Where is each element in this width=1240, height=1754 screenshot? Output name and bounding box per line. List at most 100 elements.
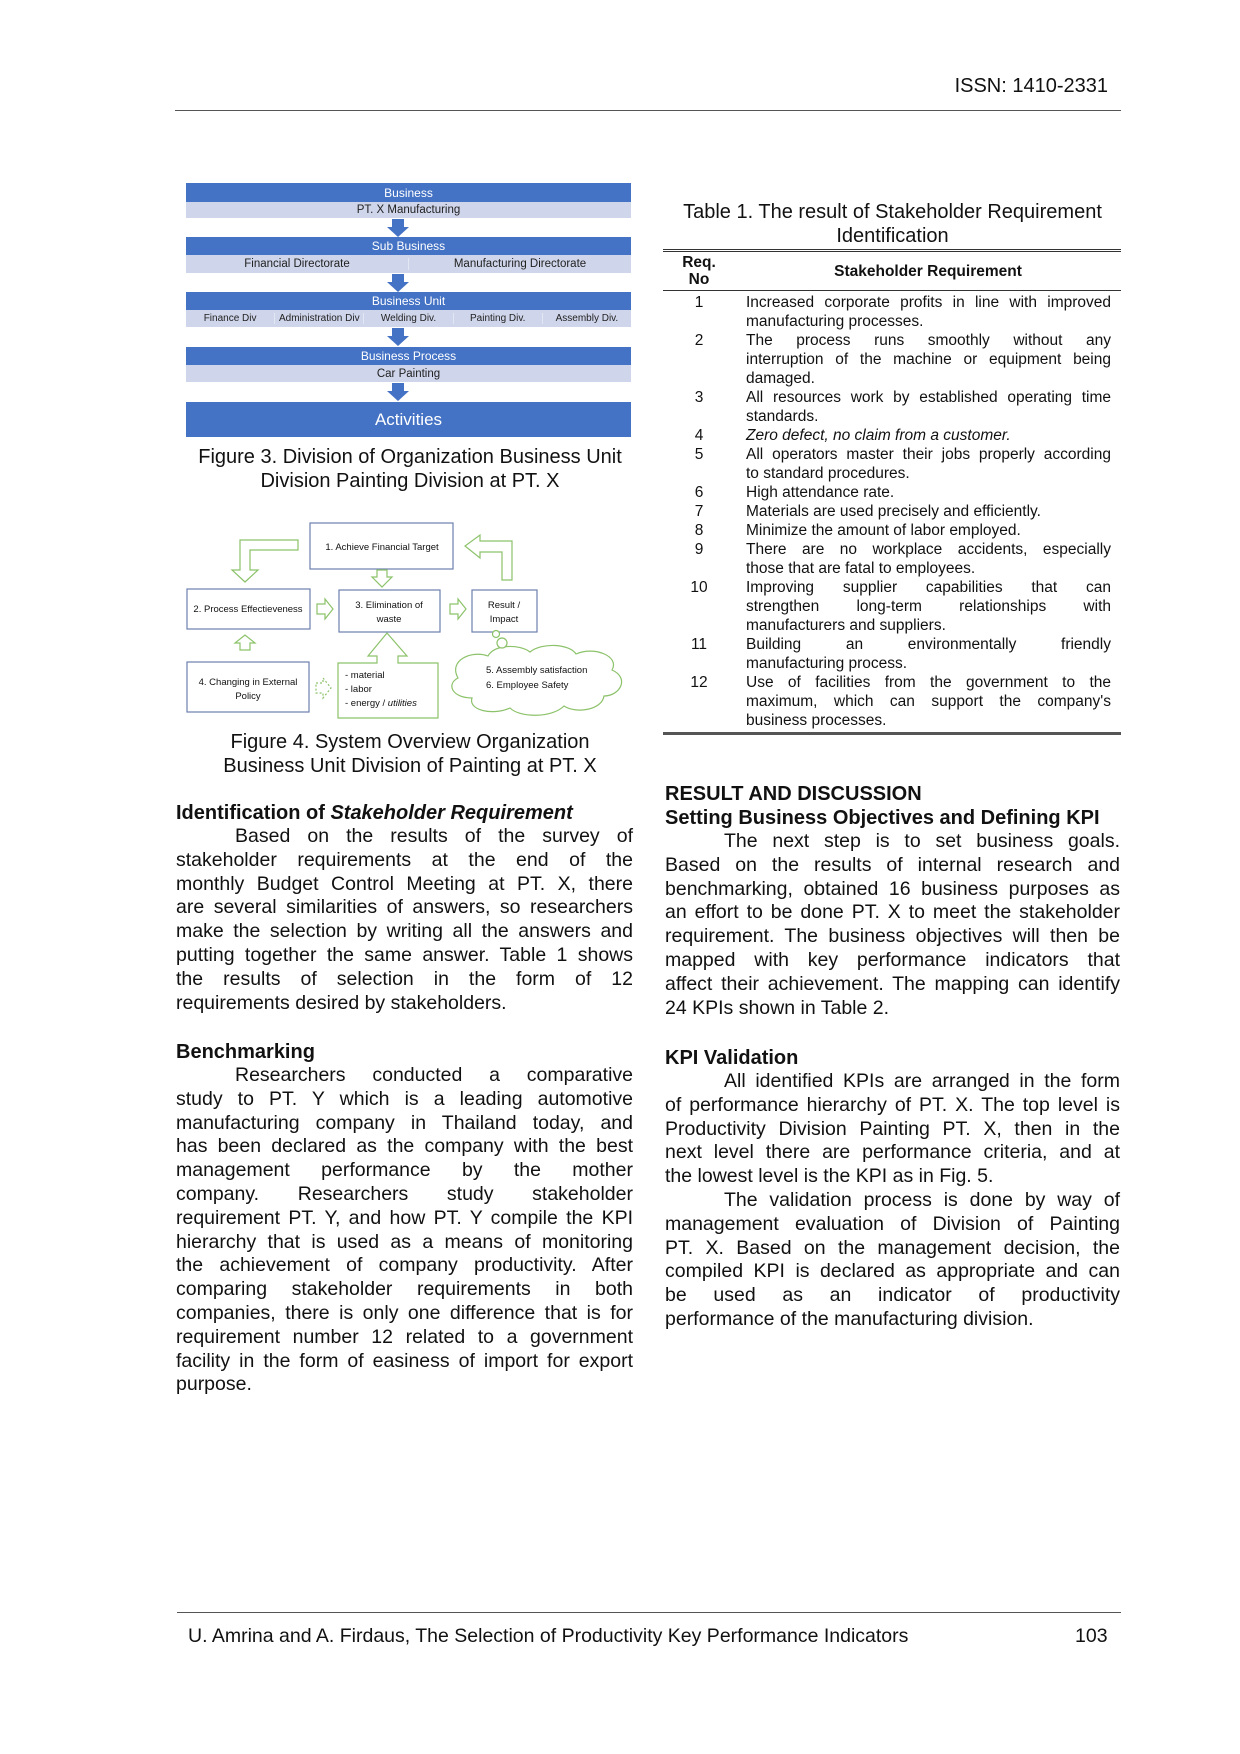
thought-bubble bbox=[491, 629, 501, 639]
text-line: an effort to be done PT. X to meet the s… bbox=[665, 901, 1120, 924]
item: Administration Div bbox=[274, 313, 363, 324]
text-line: requirement PT. Y, and how PT. Y compile… bbox=[176, 1206, 633, 1229]
text-line: the results of selection in the form of … bbox=[176, 967, 633, 990]
caption-line: Identification bbox=[836, 225, 949, 247]
text-line: facility in the form of easiness of impo… bbox=[176, 1349, 633, 1372]
label-input: - labor bbox=[345, 684, 372, 695]
req-text-line: manufacturers and suppliers. bbox=[746, 617, 946, 634]
req-no: 5 bbox=[694, 446, 704, 463]
section-body: The next step is to set business goals.B… bbox=[665, 830, 1120, 1020]
req-no: 3 bbox=[694, 389, 704, 406]
section-heading: Benchmarking bbox=[176, 1041, 315, 1063]
right-arrow-icon bbox=[316, 597, 334, 621]
text-line: Researchers conducted a comparative bbox=[235, 1064, 633, 1086]
req-text-line: Increased corporate profits in line with… bbox=[746, 294, 1111, 311]
label-cloud: 6. Employee Safety bbox=[486, 680, 569, 691]
req-text-line: maximum, which can support the company's bbox=[746, 693, 1111, 710]
dashed-arrow-icon bbox=[315, 676, 332, 700]
level-business-process: Business Process bbox=[186, 347, 631, 365]
req-text: Materials are used precisely and efficie… bbox=[746, 502, 1111, 521]
req-text-line: interruption of the machine or equipment… bbox=[746, 351, 1111, 368]
req-text-line: Minimize the amount of labor employed. bbox=[746, 522, 1021, 539]
heading-text: Identification of bbox=[176, 802, 331, 824]
table-row: 5 All operators master their jobs properl… bbox=[663, 445, 1121, 483]
req-text: Minimize the amount of labor employed. bbox=[746, 521, 1111, 540]
text-line: hierarchy that is used as a means of mon… bbox=[176, 1230, 633, 1253]
header-req-no: Req.No bbox=[663, 252, 735, 290]
req-text-line: strengthen long-term relationships with bbox=[746, 598, 1111, 615]
req-text-line: standards. bbox=[746, 408, 819, 425]
item: Painting Div. bbox=[452, 313, 542, 324]
item: Welding Div. bbox=[363, 313, 452, 324]
text-line: affect their achievement. The mapping ca… bbox=[665, 972, 1120, 995]
header-text: No bbox=[688, 271, 710, 288]
req-text: All operators master their jobs properly… bbox=[746, 445, 1111, 483]
text-line: requirement number 12 related to a gover… bbox=[176, 1325, 633, 1348]
level-business-items: PT. X Manufacturing bbox=[186, 202, 631, 218]
elbow-arrow-icon bbox=[230, 539, 299, 583]
text-line: stakeholder requirements at the end of t… bbox=[176, 848, 633, 871]
req-text-line: to standard procedures. bbox=[746, 465, 910, 482]
section-kpi-validation: KPI Validation All identified KPIs are a… bbox=[665, 1046, 1120, 1332]
req-no: 10 bbox=[690, 579, 708, 596]
req-text-line: All operators master their jobs properly… bbox=[746, 446, 1111, 463]
text-line: compiled KPI is declared as appropriate … bbox=[665, 1260, 1120, 1283]
text-line: Productivity Division Painting PT. X, th… bbox=[665, 1117, 1120, 1140]
section-heading: RESULT AND DISCUSSION bbox=[665, 783, 922, 805]
item: Manufacturing Directorate bbox=[408, 258, 631, 270]
box-financial-target bbox=[309, 522, 454, 570]
box-process-effectiveness bbox=[186, 588, 311, 630]
req-text: Use of facilities from the government to… bbox=[746, 673, 1111, 730]
item: Assembly Div. bbox=[541, 313, 631, 324]
level-sub-business: Sub Business bbox=[186, 237, 631, 255]
text-line: are several similarities of answers, so … bbox=[176, 896, 633, 919]
req-text-line: Materials are used precisely and efficie… bbox=[746, 503, 1041, 520]
req-text-line: damaged. bbox=[746, 370, 815, 387]
req-text: Increased corporate profits in line with… bbox=[746, 293, 1111, 331]
req-text-line: those that are fatal to employees. bbox=[746, 560, 976, 577]
req-text: All resources work by established operat… bbox=[746, 388, 1111, 426]
item: Financial Directorate bbox=[244, 258, 350, 270]
req-text: High attendance rate. bbox=[746, 483, 1111, 502]
text-line: Based on the results of internal researc… bbox=[665, 853, 1120, 876]
caption-line: Table 1. The result of Stakeholder Requi… bbox=[683, 201, 1102, 223]
page-number: 103 bbox=[1075, 1625, 1108, 1647]
footer-citation: U. Amrina and A. Firdaus, The Selection … bbox=[188, 1625, 909, 1647]
text-line: All identified KPIs are arranged in the … bbox=[724, 1070, 1120, 1092]
level-business: Business bbox=[186, 183, 631, 202]
level-activities: Activities bbox=[186, 402, 631, 437]
item: Finance Div bbox=[203, 313, 257, 324]
text-line: next level there are performance criteri… bbox=[665, 1141, 1120, 1164]
box-result-impact bbox=[471, 589, 538, 633]
text-line: 24 KPIs shown in Table 2. bbox=[665, 996, 890, 1019]
subsection-heading: KPI Validation bbox=[665, 1047, 799, 1069]
label-external-policy: Policy bbox=[235, 691, 261, 702]
text-line: Based on the results of the survey of bbox=[235, 825, 633, 847]
level-sub-business-items: Financial Directorate Manufacturing Direc… bbox=[186, 255, 631, 273]
text-line: the achievement of company productivity.… bbox=[176, 1254, 633, 1277]
heading-italic: Stakeholder Requirement bbox=[330, 802, 573, 824]
figure-3-caption: Figure 3. Division of Organization Busin… bbox=[180, 445, 640, 493]
thought-bubble bbox=[496, 637, 508, 649]
text-line: monthly Budget Control Meeting at PT. X,… bbox=[176, 872, 633, 895]
label-elimination: 3. Elimination of bbox=[355, 600, 423, 611]
label-cloud: 5. Assembly satisfaction bbox=[486, 665, 587, 676]
label-input-energy: - energy / bbox=[345, 698, 388, 709]
text-line: purpose. bbox=[176, 1373, 252, 1396]
level-business-unit: Business Unit bbox=[186, 292, 631, 310]
req-text: There are no workplace accidents, especi… bbox=[746, 540, 1111, 578]
section-identification: Identification of Stakeholder Requiremen… bbox=[176, 801, 633, 1015]
text-line: PT. X. Based on the management decision,… bbox=[665, 1236, 1120, 1259]
req-text-line: Building an environmentally friendly bbox=[746, 636, 1111, 653]
req-text-line: manufacturing processes. bbox=[746, 313, 924, 330]
